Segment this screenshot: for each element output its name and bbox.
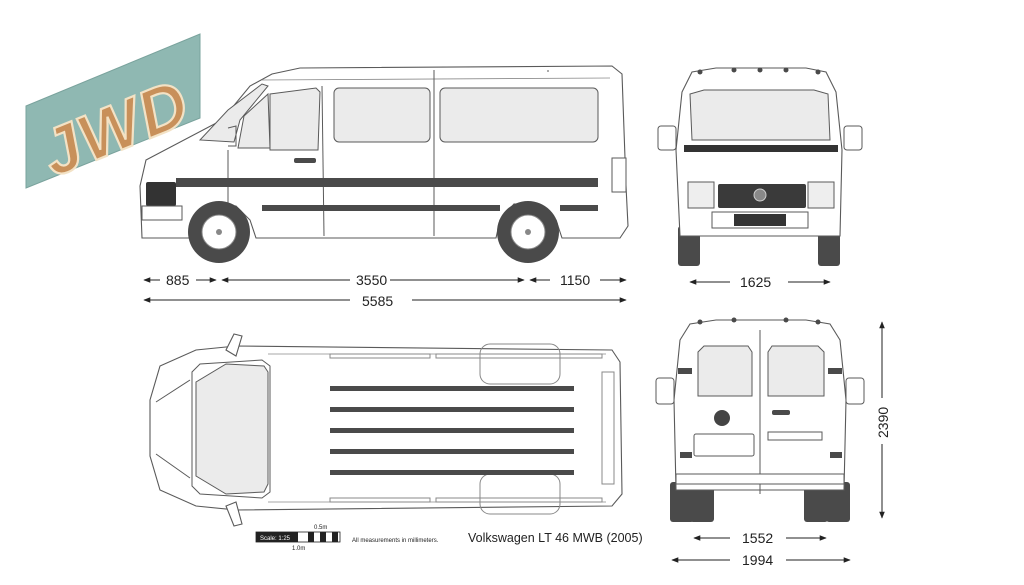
scale-note: All measurements in millimeters.	[352, 538, 439, 544]
scale-label: Scale: 1:25	[260, 536, 291, 542]
front-dimensions: 1625	[689, 274, 831, 290]
scale-bar: Scale: 1:25 0.5m 1.0m All measurements i…	[255, 525, 439, 552]
side-dimensions: 885 3550 1150 5585	[143, 272, 627, 309]
page-title: Volkswagen LT 46 MWB (2005)	[468, 531, 643, 545]
dim-rear-track: 1552	[742, 530, 773, 546]
rear-dimensions: 1552 1994 2390	[671, 321, 891, 568]
dim-rear-overhang: 1150	[560, 272, 590, 288]
rear-view	[655, 317, 865, 522]
top-view	[149, 333, 623, 527]
dim-front-track: 1625	[740, 274, 771, 290]
scale-half-meter: 0.5m	[314, 525, 327, 531]
dim-wheelbase: 3550	[356, 272, 387, 288]
side-view	[139, 65, 629, 263]
front-view	[657, 67, 863, 266]
dim-front-overhang: 885	[166, 272, 190, 288]
dim-overall-width: 1994	[742, 552, 773, 568]
dim-overall-height: 2390	[875, 407, 891, 438]
scale-one-meter: 1.0m	[292, 546, 305, 552]
dim-overall-length: 5585	[362, 293, 393, 309]
